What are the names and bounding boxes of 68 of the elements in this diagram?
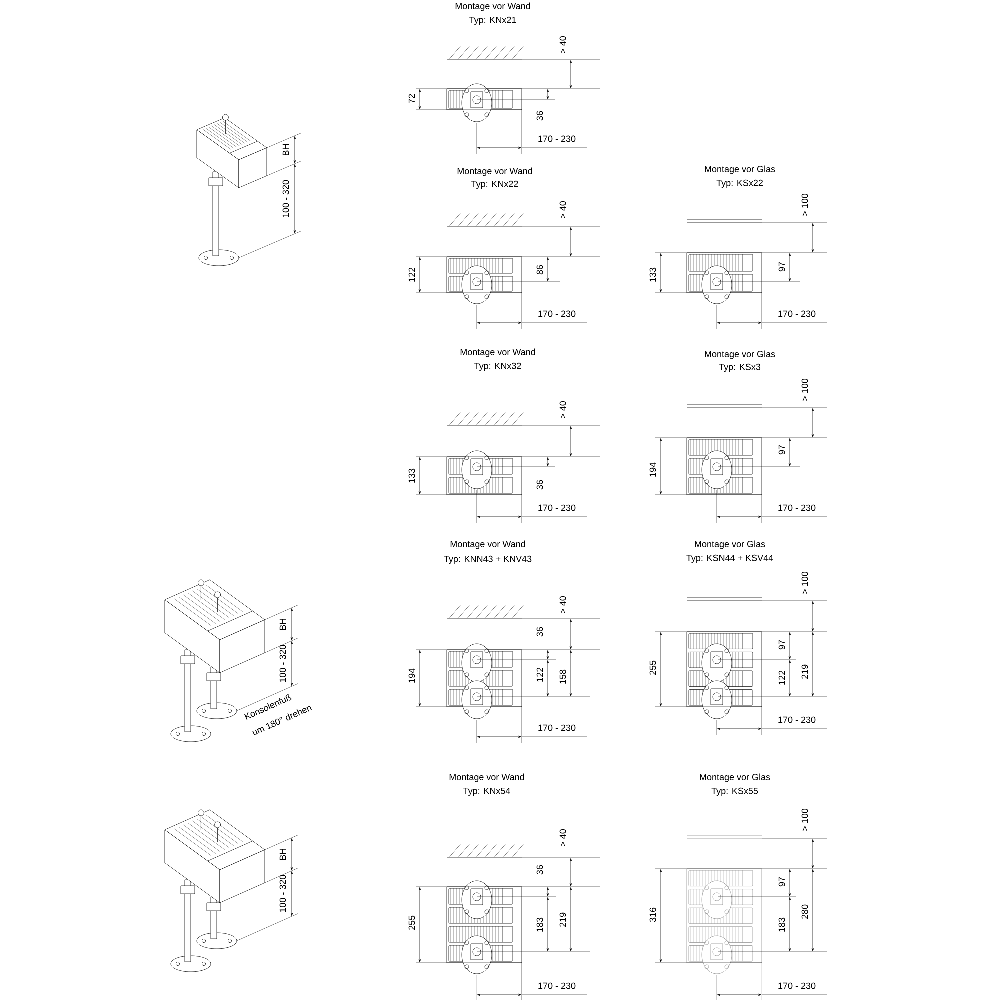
dimension-label: 170 - 230 xyxy=(538,504,576,512)
type-label: Typ: KNx32 xyxy=(474,362,522,372)
dimension-label: 170 - 230 xyxy=(538,310,576,318)
view-title: Montage vor Wand xyxy=(458,168,532,176)
dimension-label: > 100 xyxy=(802,194,808,216)
view-title: Montage vor Wand xyxy=(460,348,536,358)
dimension-label: 100 - 320 xyxy=(282,180,290,218)
dimension-label: BH xyxy=(280,618,286,630)
view-title: Montage vor Glas xyxy=(700,774,770,782)
dimension-label: BH xyxy=(280,849,286,860)
dimension-label: 97 xyxy=(778,262,786,272)
dimension-label: BH xyxy=(282,144,290,156)
view-title: Montage vor Wand xyxy=(456,2,530,12)
dimension-label: 133 xyxy=(650,268,656,282)
dimension-label: > 100 xyxy=(802,572,808,594)
dimension-label: 170 - 230 xyxy=(538,136,576,142)
view-title: Montage vor Wand xyxy=(450,540,526,550)
dimension-label: 97 xyxy=(778,640,786,650)
dimension-label: 122 xyxy=(778,670,786,685)
dimension-label: > 40 xyxy=(560,36,566,54)
dimension-label: 158 xyxy=(560,670,566,684)
type-label: Typ: KNx54 xyxy=(464,788,510,796)
dimension-label: 280 xyxy=(802,904,808,920)
view-title: Montage vor Wand xyxy=(450,774,524,782)
dimension-label: 170 - 230 xyxy=(778,310,816,318)
dimension-label: > 40 xyxy=(560,596,566,614)
type-label: Typ: KNx22 xyxy=(472,180,518,190)
dimension-label: 194 xyxy=(650,462,656,477)
dimension-label: > 40 xyxy=(560,829,566,846)
dimension-label: 36 xyxy=(536,627,544,637)
dimension-label: 170 - 230 xyxy=(538,724,576,732)
dimension-label: 97 xyxy=(778,877,786,887)
dimension-label: 183 xyxy=(778,918,786,932)
dimension-label: 170 - 230 xyxy=(778,982,816,990)
dimension-label: > 100 xyxy=(802,808,808,831)
type-label: Typ: KSx3 xyxy=(719,364,761,372)
type-label: Typ: KNN43 + KNV43 xyxy=(444,556,532,564)
dimension-label: 316 xyxy=(650,908,656,922)
dimension-label: 36 xyxy=(536,480,544,490)
dimension-label: 255 xyxy=(650,660,656,676)
view-title: Montage vor Glas xyxy=(695,540,766,550)
type-label: Typ: KSx55 xyxy=(712,788,758,796)
view-title: Montage vor Glas xyxy=(705,166,776,174)
dimension-label: 86 xyxy=(536,265,544,275)
dimension-label: 170 - 230 xyxy=(538,982,576,990)
dimension-label: 194 xyxy=(408,668,416,683)
view-title: Montage vor Glas xyxy=(705,350,776,360)
dimension-label: > 40 xyxy=(560,201,566,218)
type-label: Typ: KNx21 xyxy=(470,16,516,26)
dimension-label: 122 xyxy=(408,268,416,282)
type-label: Typ: KSx22 xyxy=(716,180,763,188)
dimension-label: 97 xyxy=(778,445,786,455)
dimension-label: 219 xyxy=(802,664,808,680)
dimension-label: 170 - 230 xyxy=(778,716,816,724)
dimension-label: 170 - 230 xyxy=(778,504,816,512)
dimension-label: 36 xyxy=(536,865,544,875)
dimension-label: 133 xyxy=(408,468,416,483)
dimension-label: 36 xyxy=(536,111,544,121)
dimension-label: 72 xyxy=(408,94,416,104)
type-label: Typ: KSN44 + KSV44 xyxy=(686,554,774,564)
dimension-label: 100 - 320 xyxy=(280,875,286,912)
dimension-label: > 40 xyxy=(560,401,566,418)
dimension-label: > 100 xyxy=(802,378,808,401)
dimension-label: 183 xyxy=(536,918,544,932)
dimension-label: 255 xyxy=(408,916,416,930)
dimension-label: 122 xyxy=(536,668,544,682)
dimension-label: 100 - 320 xyxy=(280,645,286,682)
dimension-label: 219 xyxy=(560,912,566,928)
